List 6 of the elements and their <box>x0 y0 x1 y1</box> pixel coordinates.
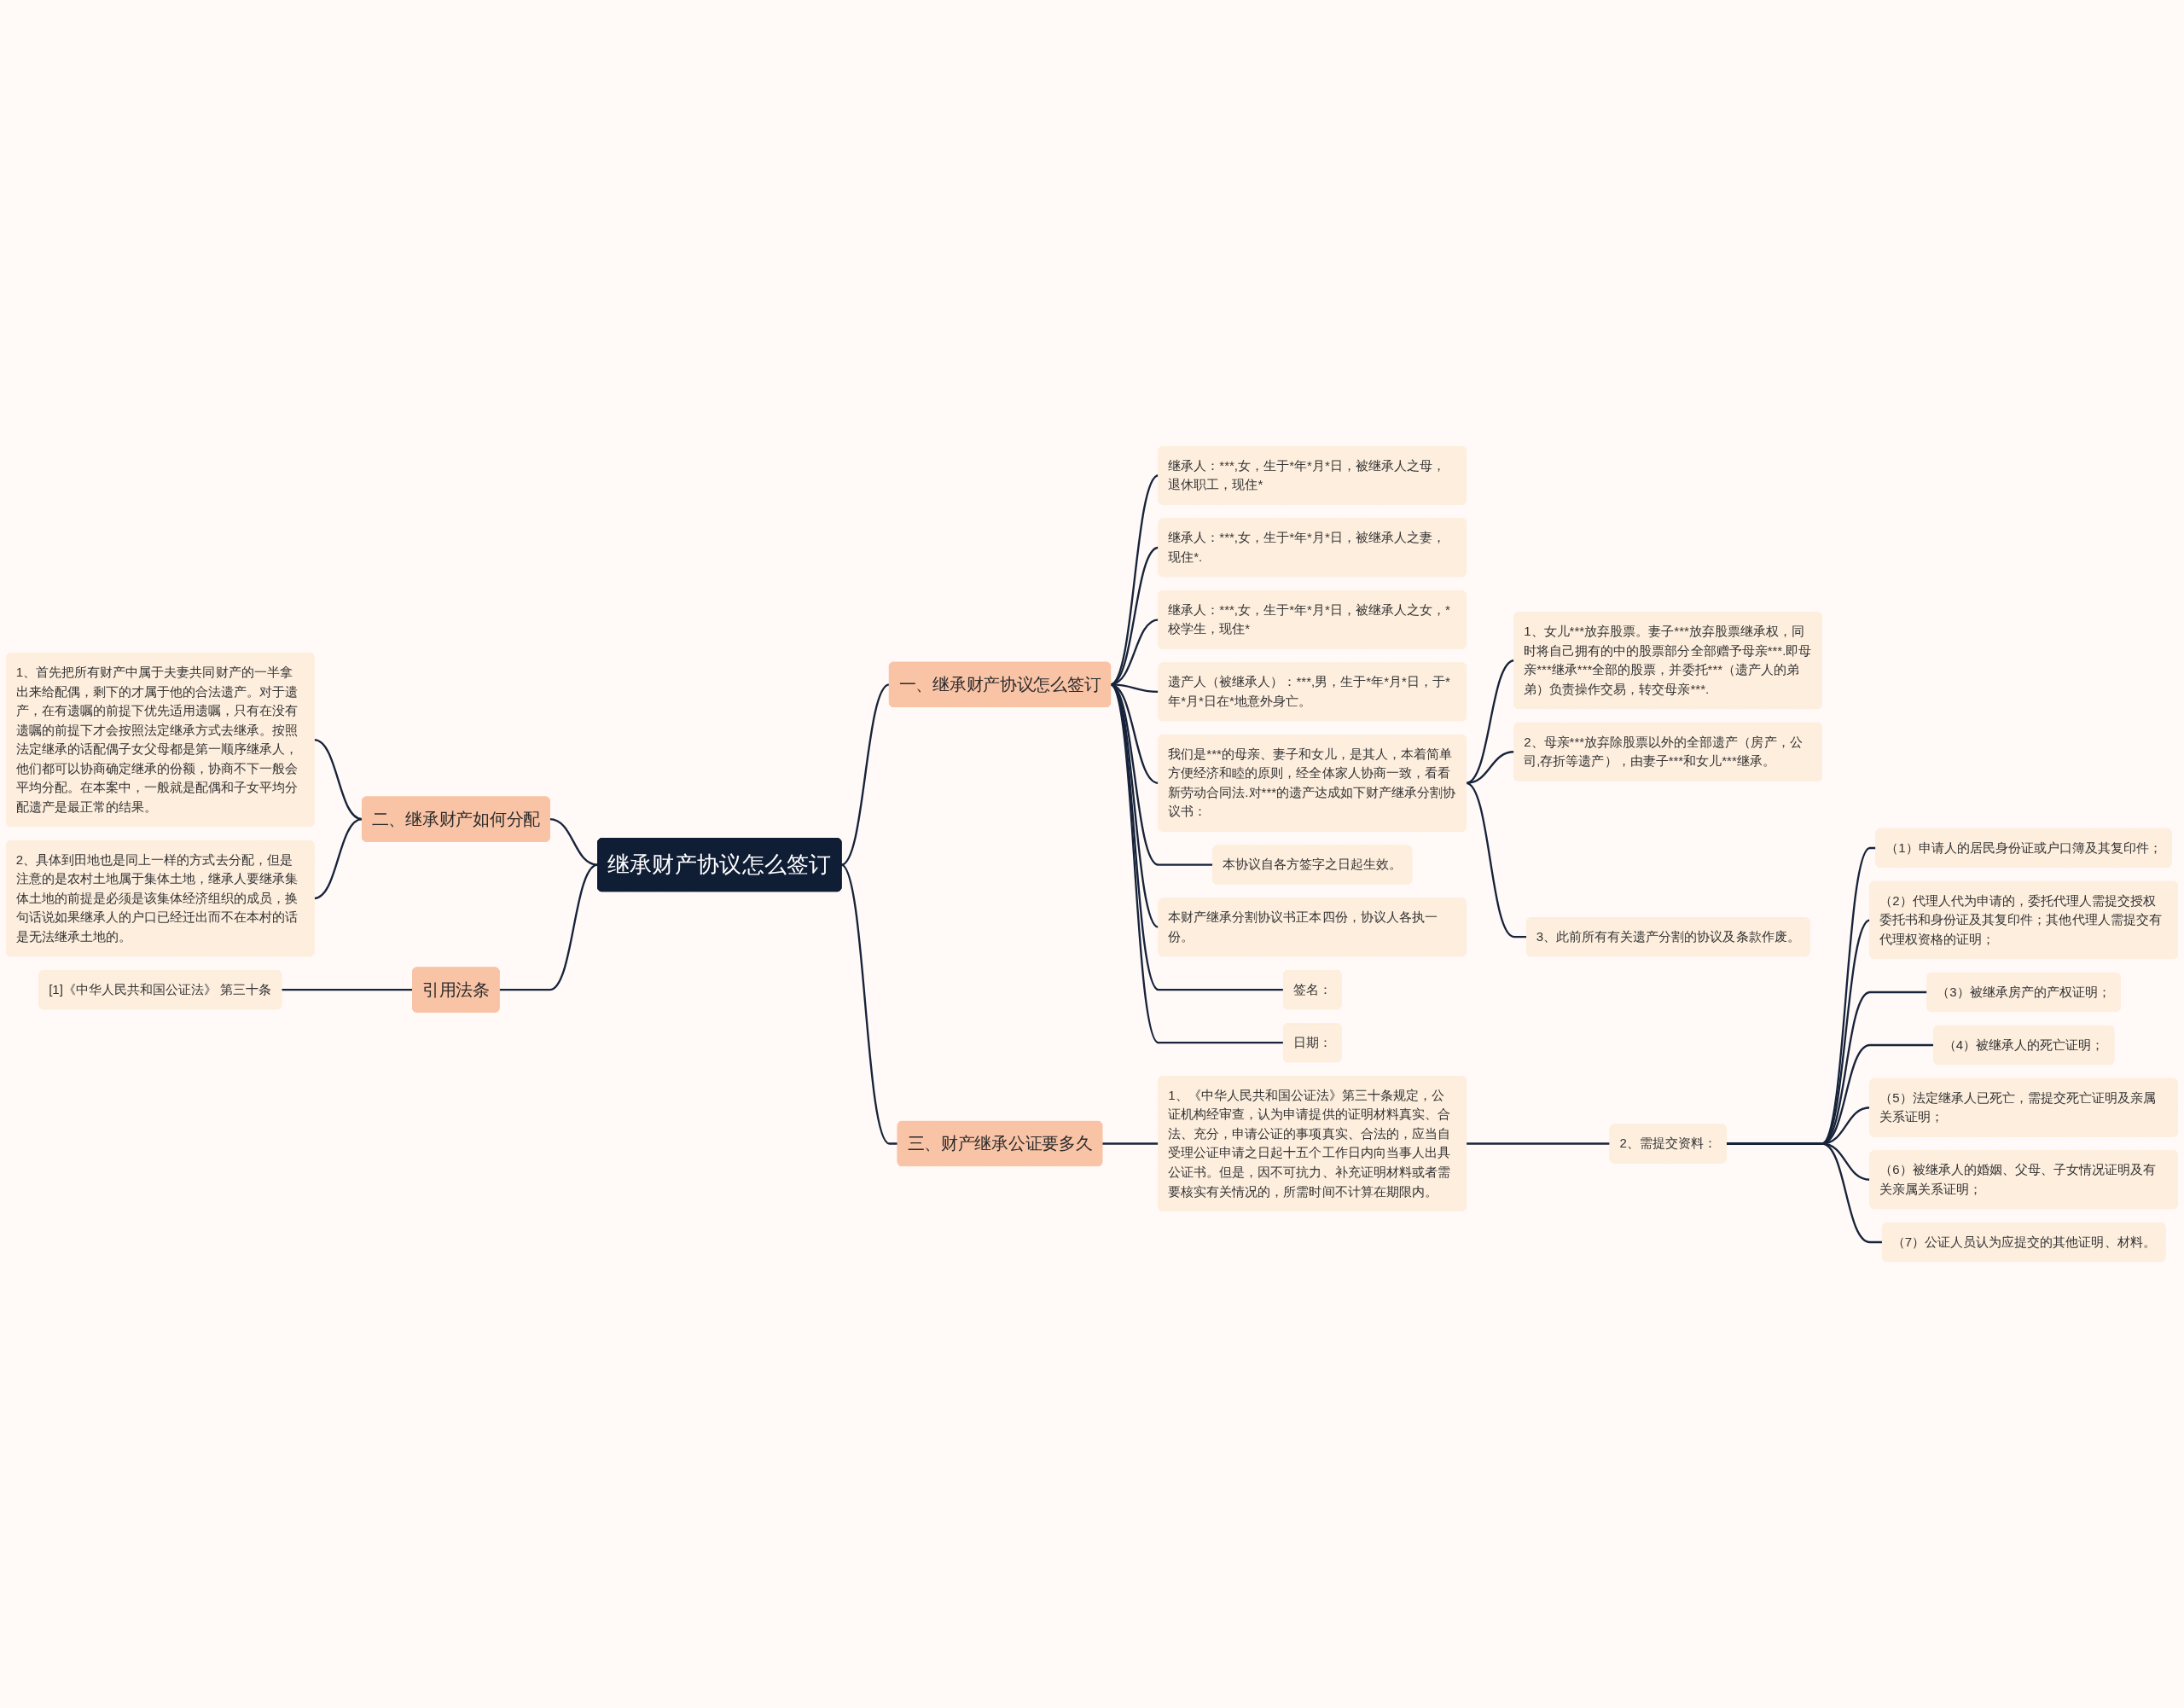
connector <box>1465 781 1527 938</box>
connector <box>1465 1142 1611 1145</box>
connector <box>281 989 413 991</box>
connector <box>499 863 599 991</box>
connector <box>549 817 599 866</box>
connector <box>1726 1142 1883 1244</box>
